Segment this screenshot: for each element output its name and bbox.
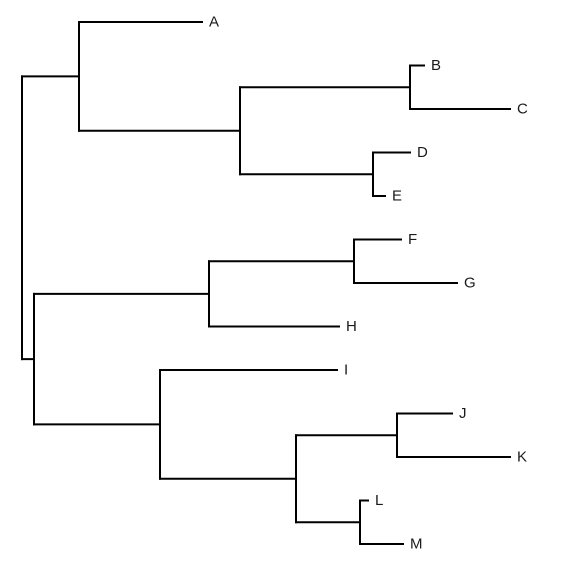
leaf-label-e: E (392, 188, 402, 205)
leaf-label-g: G (464, 275, 476, 292)
leaf-label-l: L (375, 492, 383, 509)
leaf-label-d: D (417, 144, 428, 161)
leaf-label-h: H (346, 318, 357, 335)
leaf-label-i: I (344, 362, 348, 379)
dendrogram-branches (21, 21, 511, 545)
leaf-label-m: M (410, 536, 423, 553)
leaf-label-c: C (517, 101, 528, 118)
leaf-label-k: K (517, 449, 527, 466)
leaf-label-f: F (408, 231, 417, 248)
leaf-label-j: J (459, 405, 467, 422)
dendrogram-leaf-labels: A B C D E F G H I J K L M (209, 14, 528, 553)
leaf-label-b: B (431, 57, 441, 74)
leaf-label-a: A (209, 14, 219, 31)
